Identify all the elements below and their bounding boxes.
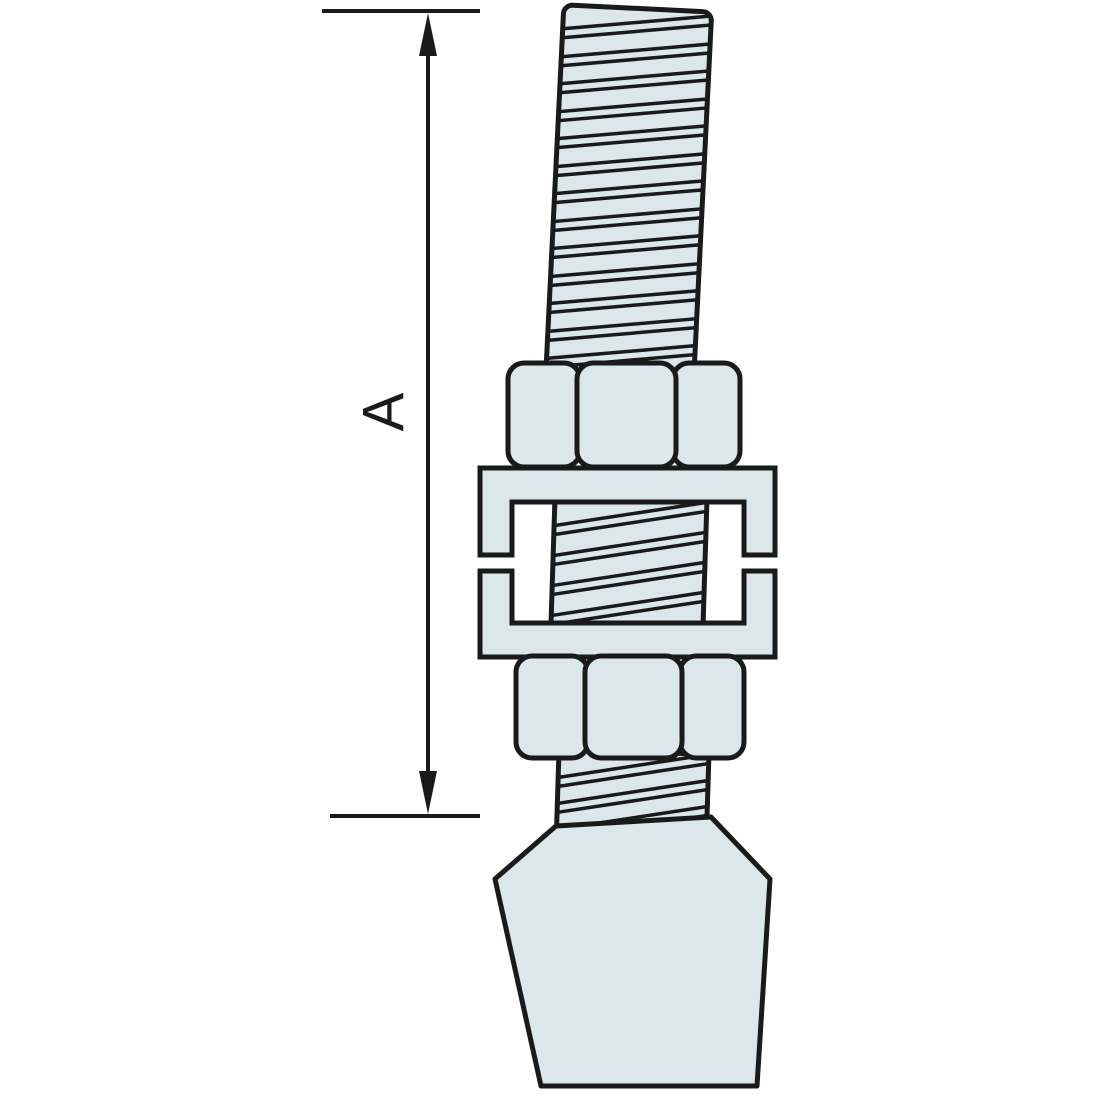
threaded-rod-middle	[548, 489, 710, 632]
dimension-indicator: A	[322, 9, 480, 818]
arrowhead-down-icon	[419, 771, 437, 814]
dimension-label: A	[352, 392, 417, 431]
threaded-rod-top	[543, 2, 714, 382]
nut-facet-center	[574, 360, 679, 470]
nut-facet-left	[505, 360, 583, 470]
nut-facet-right	[677, 653, 747, 761]
conical-foot	[492, 814, 773, 1089]
hex-nut-upper	[505, 360, 743, 470]
nut-facet-left	[513, 653, 591, 761]
nut-facet-center	[582, 653, 685, 761]
nut-facet-right	[670, 360, 743, 470]
bracket-top-plate	[477, 465, 778, 558]
bracket-bottom-plate	[477, 568, 778, 660]
hex-nut-lower	[513, 653, 747, 761]
arrowhead-up-icon	[419, 13, 437, 56]
